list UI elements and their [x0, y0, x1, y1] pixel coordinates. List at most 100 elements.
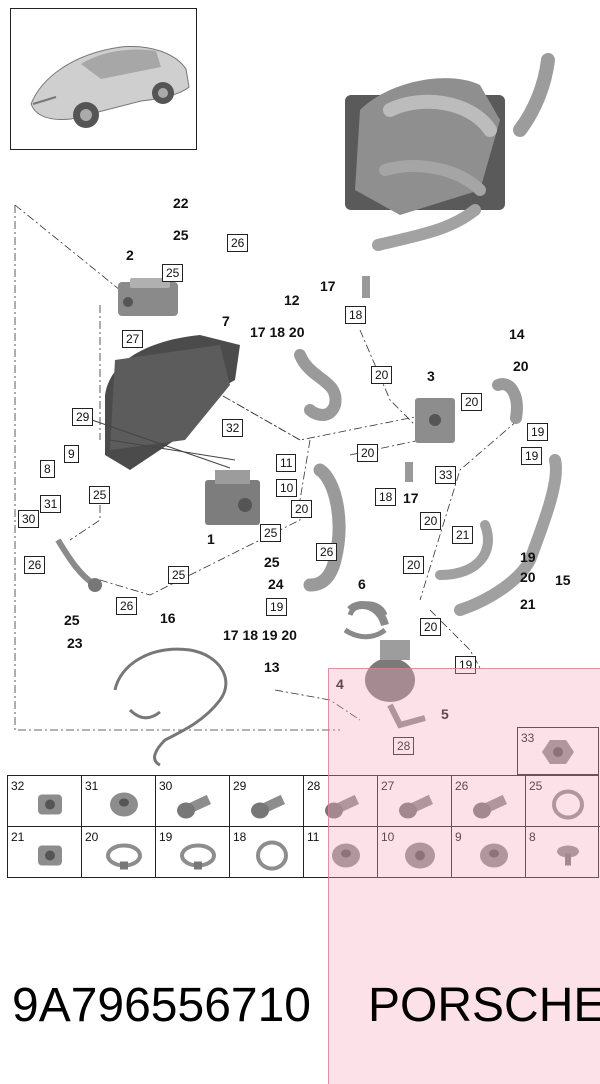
callout-26b: 26	[316, 543, 338, 561]
bolt-icon	[399, 794, 433, 819]
part-cell-10: 10	[378, 827, 452, 878]
callout-13-sub: 17 18 19 20	[223, 627, 297, 643]
bolt-icon	[473, 794, 507, 819]
callout-12: 12	[284, 292, 300, 308]
callout-20b: 20	[461, 393, 483, 411]
part-cell-30: 30	[156, 776, 230, 827]
callout-15a: 19	[520, 549, 536, 565]
part-23-line	[55, 538, 97, 588]
callout-22-sub: 25	[173, 227, 189, 243]
bolt-icon	[177, 794, 211, 819]
callout-19a: 19	[527, 423, 549, 441]
callout-33a: 33	[435, 466, 457, 484]
callout-25a: 25	[162, 264, 184, 282]
callout-17a: 17	[320, 278, 336, 294]
callout-28: 28	[393, 737, 415, 755]
callout-5: 5	[441, 706, 449, 722]
part-2-block	[118, 278, 178, 316]
callout-22: 22	[173, 195, 189, 211]
wiring-harness-16	[113, 647, 228, 767]
part-number-11: 11	[307, 830, 320, 844]
hose-13	[303, 463, 346, 592]
callout-11: 11	[276, 454, 297, 472]
callout-25d: 25	[168, 566, 190, 584]
part-cell-32: 32	[8, 776, 82, 827]
callout-12-sub: 17 18 20	[250, 324, 305, 340]
callout-4: 4	[336, 676, 344, 692]
callout-26a: 26	[227, 234, 249, 252]
part-number-21: 21	[11, 830, 25, 844]
callout-23-sub: 25	[64, 612, 80, 628]
part-cell-29: 29	[230, 776, 304, 827]
part-cell-33: 33	[517, 727, 599, 775]
callout-20g: 20	[420, 618, 442, 636]
nut-icon	[405, 842, 435, 869]
callout-14: 14	[509, 326, 525, 342]
screw-icon	[557, 845, 579, 866]
part-number-19: 19	[159, 830, 173, 844]
bolt-icon	[325, 794, 359, 819]
highlight-overlay	[328, 668, 600, 1084]
callout-3: 3	[427, 368, 435, 384]
callout-20e: 20	[420, 512, 442, 530]
ring-icon	[256, 840, 288, 871]
part-number-25: 25	[529, 779, 543, 793]
washer-icon	[332, 843, 360, 868]
callout-24-sub: 25	[264, 554, 280, 570]
part-number-29: 29	[233, 779, 247, 793]
part-number-30: 30	[159, 779, 173, 793]
callout-2: 2	[126, 247, 134, 263]
callout-15b: 20	[520, 569, 536, 585]
part-number-27: 27	[381, 779, 395, 793]
callout-1: 1	[207, 531, 215, 547]
callout-19b: 19	[521, 447, 543, 465]
callout-8: 8	[40, 460, 55, 478]
callout-13: 13	[264, 659, 280, 675]
part-cell-21: 21	[8, 827, 82, 878]
part-cell-31: 31	[82, 776, 156, 827]
bracket-5	[387, 703, 426, 729]
coolant-module-assembly	[345, 53, 555, 251]
callout-6: 6	[358, 576, 366, 592]
washer-icon	[110, 792, 138, 817]
hose-15	[454, 454, 562, 616]
part-number-18: 18	[233, 830, 247, 844]
callout-26d: 26	[116, 597, 138, 615]
callout-29: 29	[72, 408, 94, 426]
hose-12	[294, 349, 342, 421]
part-cell-11: 11	[304, 827, 378, 878]
part-number-33: 33	[521, 731, 535, 745]
part-cell-8: 8	[526, 827, 600, 878]
car-icon	[30, 45, 190, 128]
callout-16: 16	[160, 610, 176, 626]
callout-17b: 17	[403, 490, 419, 506]
clip-6	[343, 601, 388, 640]
part-cell-19: 19	[156, 827, 230, 878]
callout-9: 9	[64, 445, 79, 463]
part-1-valve	[205, 470, 260, 525]
part-number-28: 28	[307, 779, 321, 793]
callout-21a: 21	[452, 526, 474, 544]
callout-23: 23	[67, 635, 83, 651]
ring-icon	[552, 789, 584, 820]
brand-name: PORSCHE	[368, 979, 600, 1032]
part-number-26: 26	[455, 779, 469, 793]
washer-icon	[480, 843, 508, 868]
callout-10: 10	[276, 479, 298, 497]
callout-20f: 20	[403, 556, 425, 574]
callout-27: 27	[122, 330, 144, 348]
car-thumbnail	[10, 8, 197, 150]
clamp-icon	[106, 843, 142, 870]
clamp-icon	[180, 843, 216, 870]
callout-7: 7	[222, 313, 230, 329]
part-cell-26: 26	[452, 776, 526, 827]
callout-14-sub: 20	[513, 358, 529, 374]
callout-20c: 20	[357, 444, 379, 462]
callout-32a: 32	[222, 419, 244, 437]
exploded-diagram	[14, 53, 562, 767]
part-cell-18: 18	[230, 827, 304, 878]
part-cell-28: 28	[304, 776, 378, 827]
clip-icon	[38, 794, 62, 815]
callout-25c: 25	[260, 524, 282, 542]
